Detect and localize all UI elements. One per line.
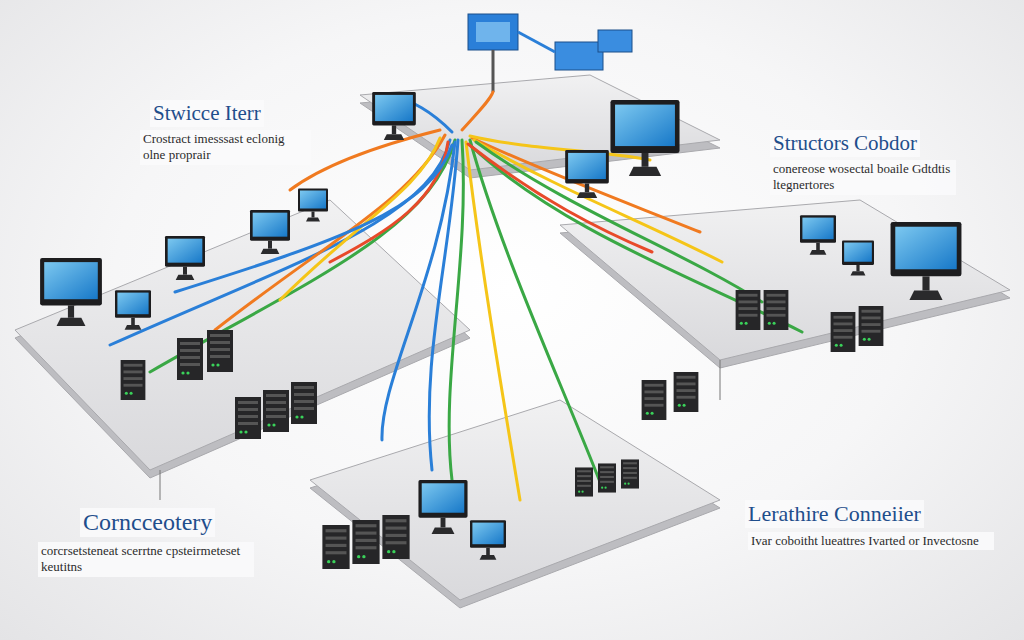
cables [110,92,802,500]
heading-label: Corncceotery [80,508,215,537]
note-label: Crostract imesssast eclonig olne proprai… [140,130,311,165]
note-label: corcrsetsteneat scerrtne cpsteirmeteset … [38,542,254,577]
heading-label: Structors Cobdor [770,130,920,157]
note-label: conereose wosectal boaile Gdtdtis ltegne… [770,160,956,195]
hub-box [468,14,632,92]
platforms [15,75,1010,608]
heading-label: Stwicce Iterr [150,100,264,127]
monitors [40,92,961,560]
note-label: Ivar coboitht lueattres Ivarted or Invec… [748,532,994,550]
heading-label: Lerathire Conneiier [745,500,924,528]
